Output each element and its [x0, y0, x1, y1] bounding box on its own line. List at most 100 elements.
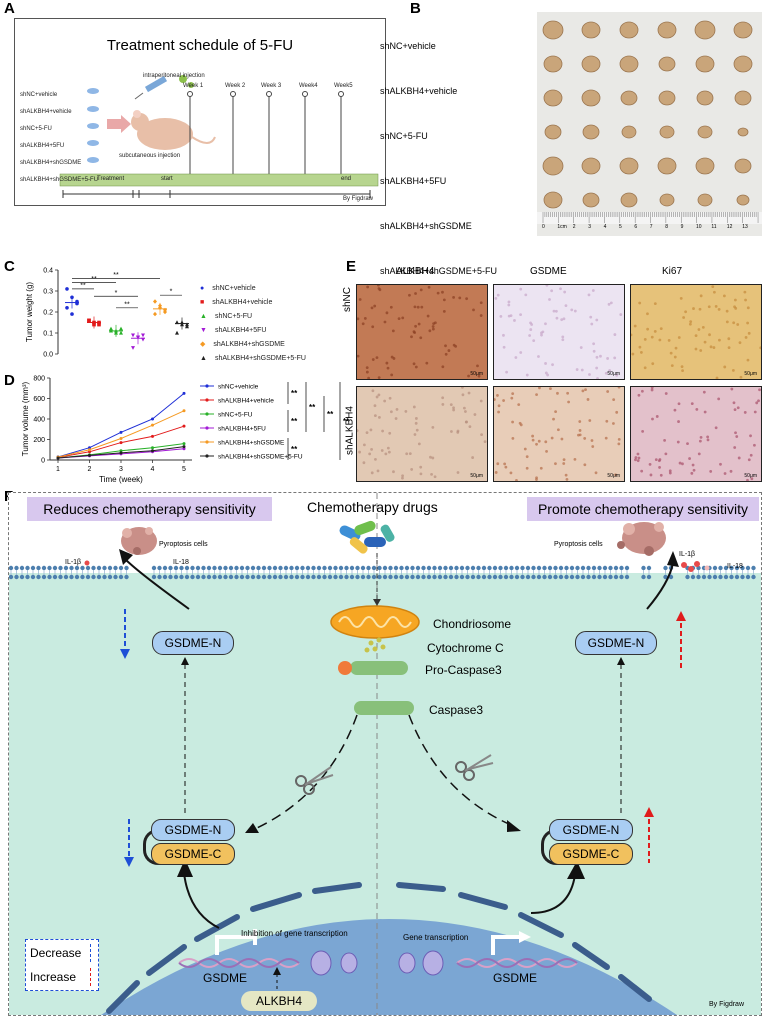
y-tick-label: 400 [33, 417, 45, 424]
legend-item: ● shNC+vehicle [200, 282, 306, 296]
sig-label: * [170, 289, 173, 296]
ihc-row-label-text: shNC [342, 286, 353, 312]
ruler-label: 7 [649, 224, 653, 230]
dna-left-icon [178, 950, 358, 976]
increase-arrow-icon [644, 807, 654, 863]
data-point [56, 456, 60, 460]
tumor-sample [619, 55, 639, 73]
chondriosome-label: Chondriosome [433, 617, 512, 631]
data-point [119, 326, 123, 331]
ruler-label: 4 [603, 224, 607, 230]
tumor-sample [657, 21, 677, 39]
inhibition-label: Inhibition of gene transcription [241, 929, 348, 938]
dna-right-icon [398, 950, 578, 976]
legend-marker: ● [200, 285, 205, 292]
envelope-segment [518, 912, 564, 938]
right-title: Promote chemotherapy sensitivity [527, 497, 759, 521]
sig-label: ** [309, 403, 316, 412]
data-point [87, 318, 91, 323]
ruler-label: 12 [726, 224, 733, 230]
tumor-sample [582, 192, 600, 208]
data-point [109, 326, 113, 331]
y-tick-label: 0.4 [43, 268, 53, 275]
center-title: Chemotherapy drugs [307, 499, 438, 515]
schedule-credit: By Figdraw [343, 196, 374, 202]
pyroptosis-cell-left-icon [121, 527, 157, 555]
ruler-bar [537, 212, 762, 224]
legend-text: shALKBH4+vehicle [218, 398, 274, 405]
mechanism-diagram [9, 493, 761, 1015]
schedule-group: shALKBH4+vehicle [20, 109, 72, 115]
tumor-sample [620, 90, 638, 106]
sig-label: ** [113, 272, 119, 279]
panel-label-d: D [4, 372, 15, 389]
week-label: Week 3 [261, 83, 282, 89]
tumor-group-label: shALKBH4+5FU [380, 176, 447, 186]
legend-text: shALKBH4+5FU [218, 426, 266, 433]
left-title: Reduces chemotherapy sensitivity [27, 497, 272, 521]
y-axis-label: Tumor weight (g) [25, 282, 34, 343]
data-point [119, 330, 123, 335]
ruler-label: 8 [665, 224, 668, 230]
data-point [151, 434, 154, 438]
scale-bar-label: 50μm [470, 473, 483, 479]
tumor-sample [659, 193, 675, 207]
increase-arrow-icon [676, 611, 686, 671]
cleave-arrow-left [256, 714, 358, 829]
tumor-group-label: shALKBH4+vehicle [380, 86, 458, 96]
legend-marker [205, 454, 209, 458]
caspase-label: Caspase3 [429, 703, 484, 717]
week-label: Week5 [334, 83, 353, 89]
ip-label: intraperitoneal injection [143, 73, 205, 79]
il18-left-label: IL-18 [173, 559, 189, 566]
data-point [88, 448, 91, 452]
ruler-label: 1cm [557, 224, 567, 230]
gsdme-c-complex-left: GSDME-C [151, 843, 235, 865]
data-point [141, 333, 145, 338]
caspase3-shape [354, 701, 414, 715]
treatment-bar [59, 173, 379, 187]
scissors-right-icon [455, 754, 494, 781]
envelope-segment [250, 892, 302, 912]
data-point [182, 447, 186, 451]
gsdme-n-left: GSDME-N [152, 631, 234, 655]
ruler-label: 6 [634, 224, 638, 230]
legend-text: shNC+vehicle [212, 285, 256, 292]
ruler-label: 10 [696, 224, 702, 230]
data-point [119, 436, 123, 440]
data-point [151, 423, 154, 427]
sig-label: ** [291, 417, 298, 426]
legend-decrease-swatch [90, 944, 91, 962]
legend-item: ■shALKBH4+vehicle [200, 296, 306, 310]
data-point [131, 333, 135, 338]
y-tick-label: 0.0 [43, 352, 53, 359]
sig-label: ** [91, 276, 97, 283]
tumor-sample [734, 158, 752, 174]
legend-text: shALKBH4+shGSDME [218, 440, 285, 447]
tumor-group-label: shALKBH4+shGSDME+5-FU [380, 266, 498, 276]
chemotherapy-drugs-icon [339, 520, 395, 554]
data-point [185, 324, 189, 329]
data-point [70, 312, 74, 316]
data-point [119, 430, 123, 434]
legend-item: ▲shNC+5-FU [200, 310, 306, 324]
ruler-label: 3 [588, 224, 591, 230]
tumor-grid [537, 20, 762, 224]
data-point [185, 322, 189, 327]
data-point [182, 409, 186, 413]
legend-increase-swatch [90, 968, 91, 986]
legend-increase: Increase [30, 970, 77, 984]
legend-text: shALKBH4+shGSDME+5-FU [218, 454, 303, 461]
prodomain-circle [338, 661, 352, 675]
legend-marker: ▲ [200, 313, 207, 320]
panel-label-a: A [4, 0, 15, 17]
pyroptosis-cell-right-icon [617, 522, 666, 556]
legend-marker: ▼ [200, 327, 207, 334]
data-point [65, 306, 69, 310]
cytochrome-label: Cytochrome C [427, 641, 504, 655]
pyroptosis-left-label: Pyroptosis cells [159, 541, 208, 548]
schedule-group: shALKBH4+5FU [20, 143, 65, 149]
tumor-group-label: shNC+vehicle [380, 41, 436, 51]
tumor-sample [581, 21, 601, 39]
